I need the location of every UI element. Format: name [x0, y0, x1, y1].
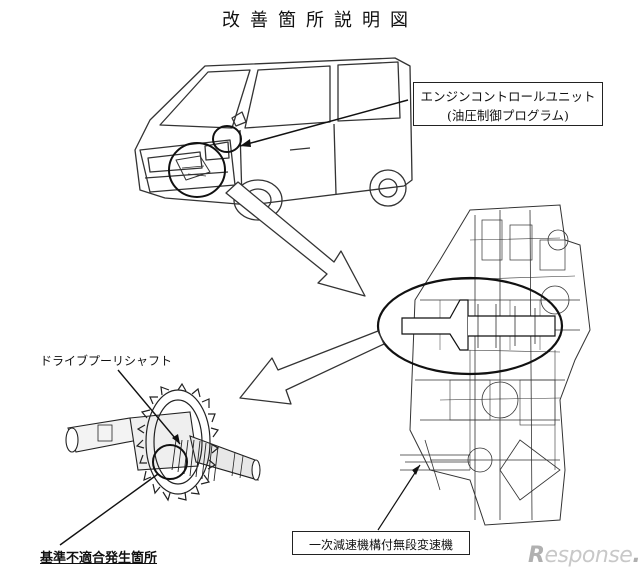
vehicle-illustration — [134, 57, 413, 221]
shaft-leader-line — [117, 369, 181, 445]
ecu-label: エンジンコントロールユニット — [420, 89, 596, 104]
defect-location-label: 基準不適合発生箇所 — [40, 551, 158, 566]
response-watermark-logo: Response. — [528, 543, 640, 568]
drive-pulley-shaft — [65, 411, 261, 482]
transmission-leader-line — [377, 464, 421, 531]
ecu-sublabel: (油圧制御プログラム) — [447, 108, 569, 123]
highlighted-shaft — [401, 299, 556, 351]
hollow-arrow-to-transmission — [225, 181, 366, 297]
page-title: 改善箇所説明図 — [222, 10, 418, 31]
gear-ring — [135, 382, 220, 502]
hollow-arrow-to-shaft — [239, 330, 385, 405]
defect-leader-line — [59, 473, 159, 546]
transmission-highlight-ellipse — [376, 276, 564, 376]
transmission-cross-section — [400, 204, 591, 526]
transmission-label: 一次減速機構付無段変速機 — [308, 538, 453, 552]
engine-highlight-circle — [168, 142, 226, 198]
ecu-highlight-circle — [212, 125, 242, 153]
defect-highlight-circle — [152, 444, 188, 480]
drive-pulley-shaft-label: ドライブプーリシャフト — [40, 354, 173, 368]
ecu-leader-line — [239, 99, 409, 147]
transmission-label-box: 一次減速機構付無段変速機 — [292, 531, 470, 555]
ecu-label-box: エンジンコントロールユニット (油圧制御プログラム) — [413, 82, 603, 126]
